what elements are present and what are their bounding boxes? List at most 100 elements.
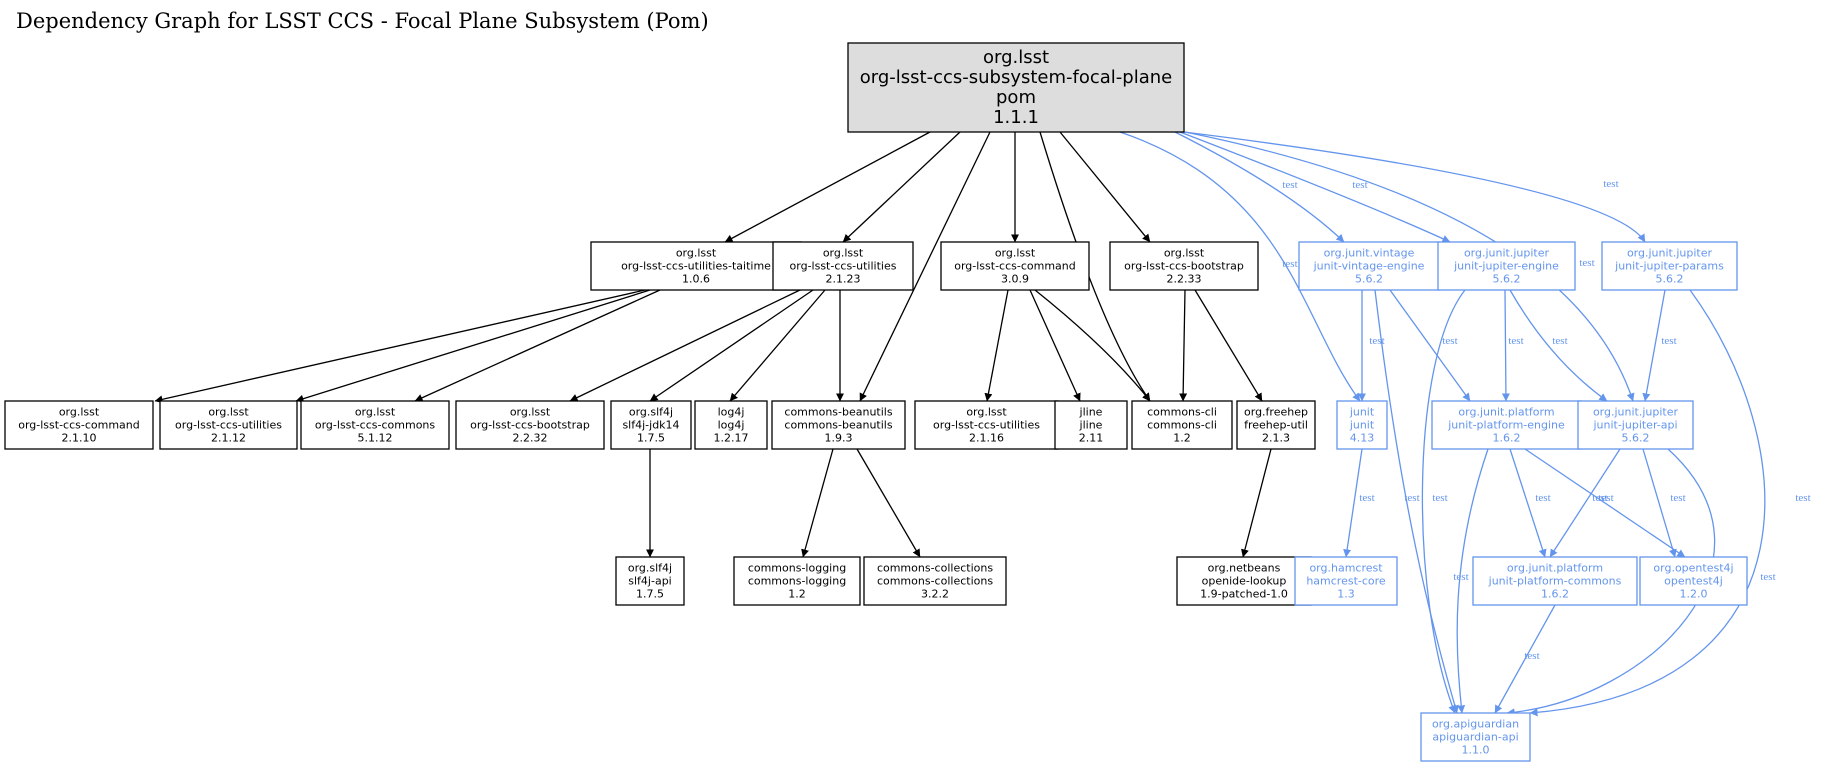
node-openide[interactable]: org.netbeansopenide-lookup1.9-patched-1.… xyxy=(1176,556,1312,606)
node-label-line: org.lsst xyxy=(823,247,864,260)
node-vintage[interactable]: org.junit.vintagejunit-vintage-engine5.6… xyxy=(1298,241,1440,291)
node-root[interactable]: org.lsstorg-lsst-ccs-subsystem-focal-pla… xyxy=(847,42,1185,133)
edge-label: test xyxy=(1282,258,1297,270)
node-box xyxy=(1577,400,1694,450)
edge-label: test xyxy=(1598,492,1613,504)
edge-bootstrap2233-to-commonscli xyxy=(1179,289,1188,402)
node-label-line: apiguardian-api xyxy=(1432,731,1518,744)
node-label-line: commons-collections xyxy=(877,575,993,588)
edge-root-to-commonscli xyxy=(1039,131,1151,402)
node-label-line: 2.1.16 xyxy=(969,432,1004,445)
edge-beanutils-to-collections xyxy=(856,448,921,558)
node-label-line: 5.6.2 xyxy=(1493,273,1521,286)
node-platformcommons[interactable]: org.junit.platformjunit-platform-commons… xyxy=(1472,556,1638,606)
node-jupiterparams[interactable]: org.junit.jupiterjunit-jupiter-params5.6… xyxy=(1601,241,1738,291)
node-label-line: org.junit.jupiter xyxy=(1627,247,1713,260)
node-taitime[interactable]: org.lsstorg-lsst-ccs-utilities-taitime1.… xyxy=(590,241,802,291)
node-label-line: 5.6.2 xyxy=(1355,273,1383,286)
node-label-line: slf4j-api xyxy=(628,575,671,588)
node-label-line: jline xyxy=(1079,406,1103,419)
node-label-line: 1.1.1 xyxy=(993,107,1039,128)
edge-root-to-jupiterparams xyxy=(1183,131,1646,243)
node-label-line: log4j xyxy=(718,419,745,432)
edge-root-to-utilities2123 xyxy=(842,131,961,243)
node-label-line: junit-jupiter-api xyxy=(1592,419,1677,432)
node-box xyxy=(733,556,861,606)
node-label-line: org.lsst xyxy=(59,406,100,419)
node-label-line: org.junit.platform xyxy=(1507,562,1603,575)
node-label-line: junit-jupiter-engine xyxy=(1453,260,1559,273)
edge-root-to-jupiterengine xyxy=(1179,131,1451,243)
node-label-line: 1.9-patched-1.0 xyxy=(1200,588,1288,601)
node-label-line: 1.2 xyxy=(1173,432,1191,445)
node-label-line: junit-platform-engine xyxy=(1447,419,1565,432)
node-label-line: org.opentest4j xyxy=(1653,562,1733,575)
edge-root-to-bootstrap2233 xyxy=(1059,131,1151,243)
node-label-line: org.slf4j xyxy=(628,562,672,575)
edge-root-to-jupiterapi xyxy=(1184,131,1635,402)
edge-label: test xyxy=(1670,492,1685,504)
node-label-line: jline xyxy=(1079,419,1103,432)
edge-label: test xyxy=(1592,492,1607,504)
edge-label: test xyxy=(1282,179,1297,191)
node-box xyxy=(694,400,768,450)
edge-root-to-junit xyxy=(1119,131,1361,402)
node-label-line: 1.0.6 xyxy=(682,273,710,286)
edge-label: test xyxy=(1795,492,1810,504)
node-box xyxy=(1437,241,1576,291)
edge-root-to-vintage xyxy=(1174,131,1345,243)
node-label-line: org-lsst-ccs-command xyxy=(954,260,1076,273)
node-label-line: org.junit.jupiter xyxy=(1464,247,1550,260)
edge-jupiterengine-to-jupiterapi xyxy=(1509,289,1608,402)
node-box xyxy=(159,400,298,450)
graph-title: Dependency Graph for LSST CCS - Focal Pl… xyxy=(16,9,709,33)
edge-label: test xyxy=(1760,571,1775,583)
node-label-line: org.apiguardian xyxy=(1432,718,1519,731)
edge-label: test xyxy=(1432,492,1447,504)
node-box xyxy=(1431,400,1582,450)
edge-label: test xyxy=(1453,571,1468,583)
edge-command309-to-utilities2116 xyxy=(984,289,1009,402)
node-label-line: org-lsst-ccs-command xyxy=(18,419,140,432)
node-box xyxy=(1131,400,1233,450)
node-box xyxy=(1054,400,1128,450)
node-label-line: org.lsst xyxy=(208,406,249,419)
node-label-line: org.lsst xyxy=(966,406,1007,419)
node-box xyxy=(1236,400,1316,450)
node-box xyxy=(615,556,685,606)
node-label-line: org.lsst xyxy=(983,47,1049,68)
node-label-line: commons-logging xyxy=(748,562,846,575)
edge-command309-to-commonscli xyxy=(1034,289,1151,402)
node-label-line: 2.11 xyxy=(1079,432,1104,445)
node-label-line: 1.9.3 xyxy=(825,432,853,445)
edge-jupiterparams-to-jupiterapi xyxy=(1642,289,1666,402)
node-label-line: org.lsst xyxy=(510,406,551,419)
node-platformengine[interactable]: org.junit.platformjunit-platform-engine1… xyxy=(1431,400,1582,450)
edge-taitime-to-commons5112 xyxy=(414,289,661,402)
node-collections[interactable]: commons-collectionscommons-collections3.… xyxy=(863,556,1007,606)
node-jupiterengine[interactable]: org.junit.jupiterjunit-jupiter-engine5.6… xyxy=(1437,241,1576,291)
edge-platformengine-to-apiguardian xyxy=(1456,448,1489,714)
